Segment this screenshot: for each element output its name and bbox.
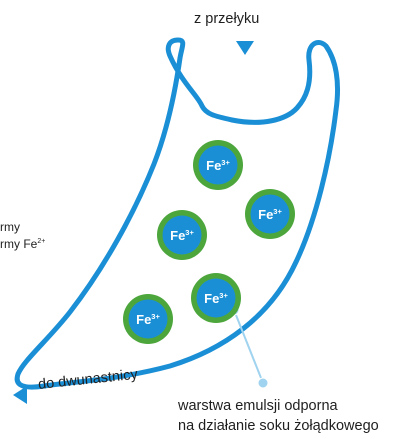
- ion-fe3-3: Fe3+: [157, 210, 207, 260]
- ion-symbol: Fe: [170, 228, 185, 243]
- svg-text:Fe3+: Fe3+: [258, 207, 282, 222]
- triangle-down-icon: [236, 41, 254, 55]
- stomach-outline: [14, 37, 341, 390]
- emulsion-pointer-dot-end: [257, 377, 269, 389]
- ion-symbol: Fe: [204, 291, 219, 306]
- ion-symbol: Fe: [136, 312, 151, 327]
- ion-fe3-1: Fe3+: [193, 140, 243, 190]
- label-emulsion-line-1: warstwa emulsji odporna: [178, 398, 338, 414]
- label-from-esophagus: z przełyku: [194, 11, 260, 27]
- ion-symbol: Fe: [206, 158, 221, 173]
- svg-text:Fe3+: Fe3+: [170, 228, 194, 243]
- ion-charge: 3+: [221, 158, 230, 167]
- label-left-line-1: rmy: [0, 220, 20, 234]
- emulsion-pointer-line: [233, 309, 264, 384]
- ion-fe3-4: Fe3+: [191, 273, 241, 323]
- ion-charge: 3+: [219, 291, 228, 300]
- ion-charge: 3+: [273, 207, 282, 216]
- label-left-line-2-text: rmy Fe: [0, 237, 38, 251]
- label-left-line-2: rmy Fe2+: [0, 238, 45, 250]
- svg-text:Fe3+: Fe3+: [136, 312, 160, 327]
- ion-fe3-2: Fe3+: [245, 189, 295, 239]
- triangle-left-icon: [13, 386, 27, 404]
- label-emulsion-line-2: na działanie soku żołądkowego: [178, 418, 379, 434]
- svg-text:Fe3+: Fe3+: [204, 291, 228, 306]
- svg-text:Fe3+: Fe3+: [206, 158, 230, 173]
- ion-charge: 3+: [185, 228, 194, 237]
- ion-charge: 3+: [151, 312, 160, 321]
- label-left-line-2-charge: 2+: [37, 238, 46, 245]
- ion-fe3-5: Fe3+: [123, 294, 173, 344]
- ion-symbol: Fe: [258, 207, 273, 222]
